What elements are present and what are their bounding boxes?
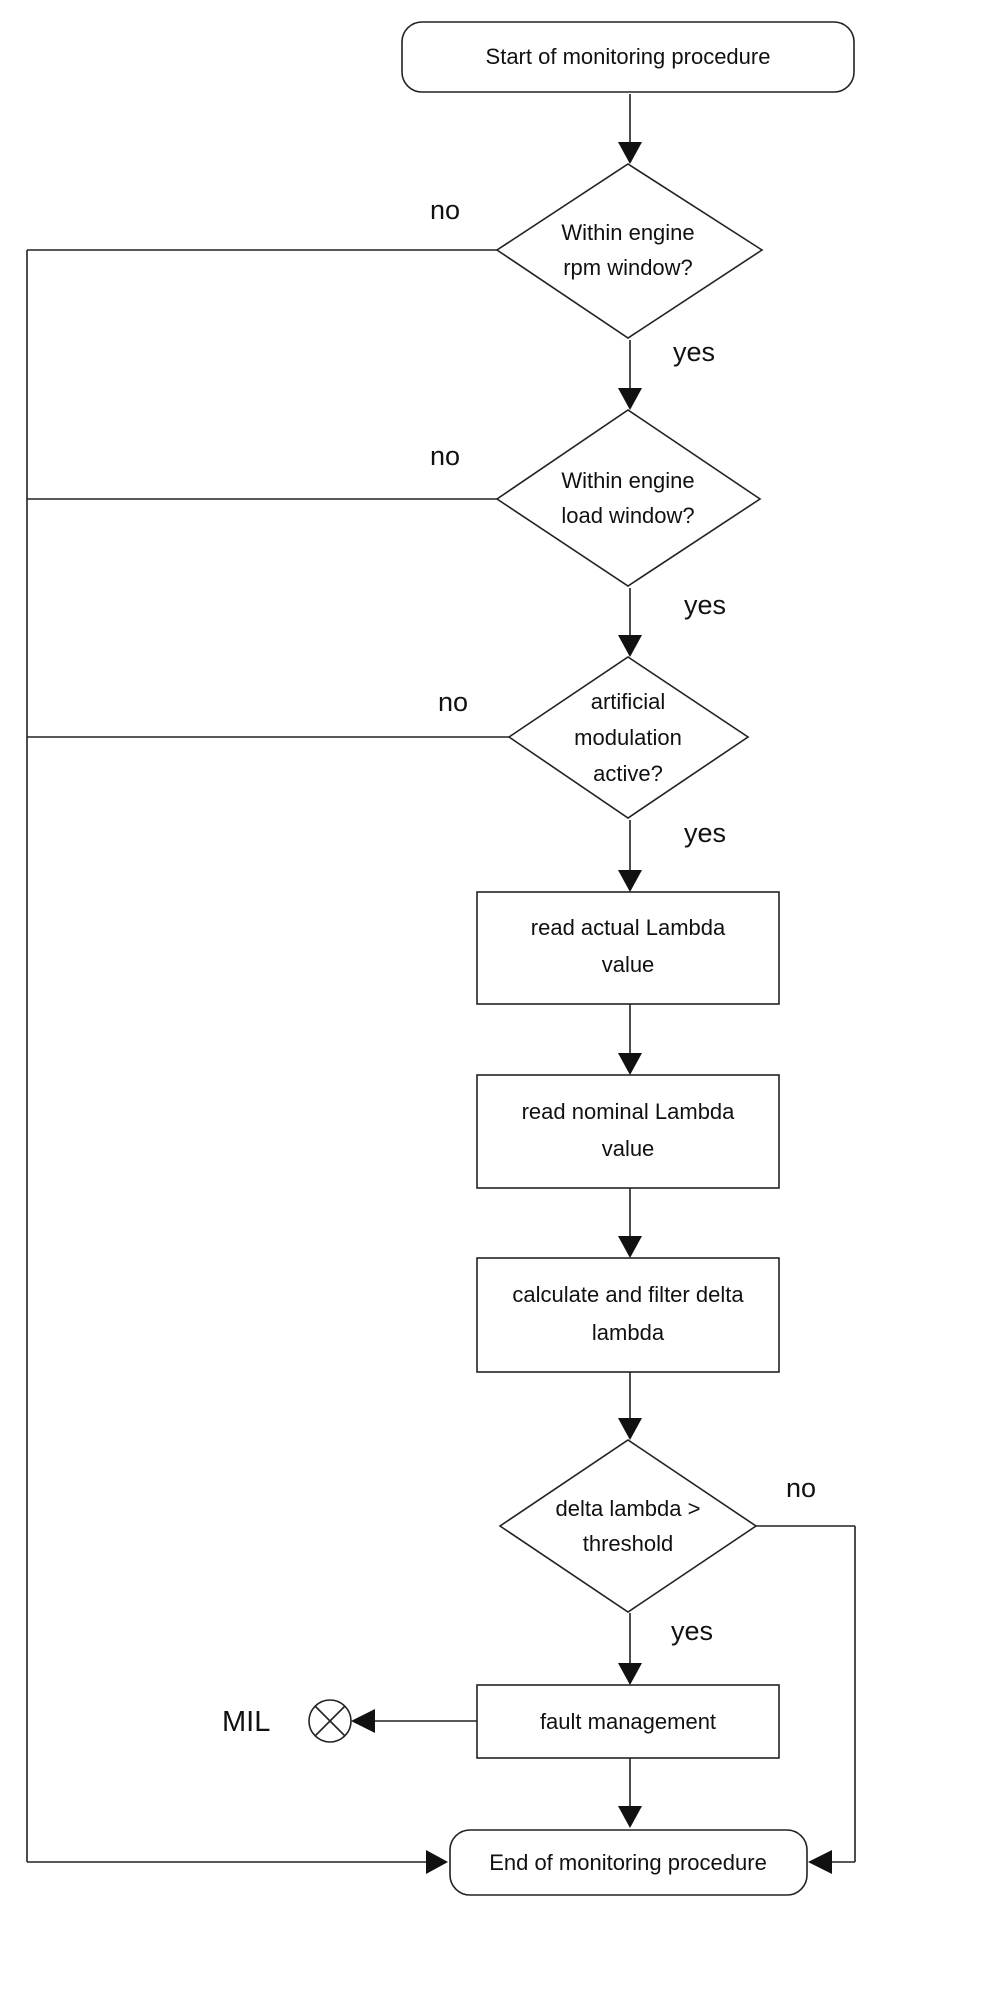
rpm-no-label: no [430, 195, 460, 225]
read-actual-line1: read actual Lambda [531, 915, 726, 940]
calc-line1: calculate and filter delta [512, 1282, 744, 1307]
threshold-line2: threshold [583, 1531, 674, 1556]
process-calculate-filter-delta: calculate and filter delta lambda [476, 1257, 780, 1373]
decision-rpm-window: Within engine rpm window? [495, 163, 764, 339]
rpm-question-line1: Within engine [561, 220, 694, 245]
mod-question-line1: artificial [591, 689, 666, 714]
mil-lamp-icon [308, 1699, 352, 1743]
end-node: End of monitoring procedure [449, 1829, 808, 1896]
process-fault-management: fault management [476, 1684, 780, 1759]
fault-label: fault management [540, 1709, 716, 1734]
calc-line2: lambda [592, 1320, 665, 1345]
load-no-label: no [430, 441, 460, 471]
connectors [26, 94, 856, 1874]
mod-yes-label: yes [684, 818, 726, 848]
load-question-line1: Within engine [561, 468, 694, 493]
start-label: Start of monitoring procedure [486, 44, 771, 69]
threshold-no-label: no [786, 1473, 816, 1503]
load-question-line2: load window? [561, 503, 694, 528]
mil-label: MIL [222, 1706, 270, 1738]
rpm-yes-label: yes [673, 337, 715, 367]
threshold-line1: delta lambda > [556, 1496, 701, 1521]
read-nominal-line1: read nominal Lambda [522, 1099, 736, 1124]
read-actual-line2: value [602, 952, 655, 977]
threshold-yes-label: yes [671, 1616, 713, 1646]
mod-question-line2: modulation [574, 725, 682, 750]
start-node: Start of monitoring procedure [401, 21, 855, 93]
mod-no-label: no [438, 687, 468, 717]
decision-delta-threshold: delta lambda > threshold [498, 1439, 758, 1613]
decision-load-window: Within engine load window? [495, 409, 762, 587]
process-read-actual-lambda: read actual Lambda value [476, 891, 780, 1005]
rpm-question-line2: rpm window? [563, 255, 693, 280]
load-yes-label: yes [684, 590, 726, 620]
read-nominal-line2: value [602, 1136, 655, 1161]
decision-artificial-modulation: artificial modulation active? [507, 656, 750, 819]
mod-question-line3: active? [593, 761, 663, 786]
process-read-nominal-lambda: read nominal Lambda value [476, 1074, 780, 1189]
end-label: End of monitoring procedure [489, 1850, 767, 1875]
